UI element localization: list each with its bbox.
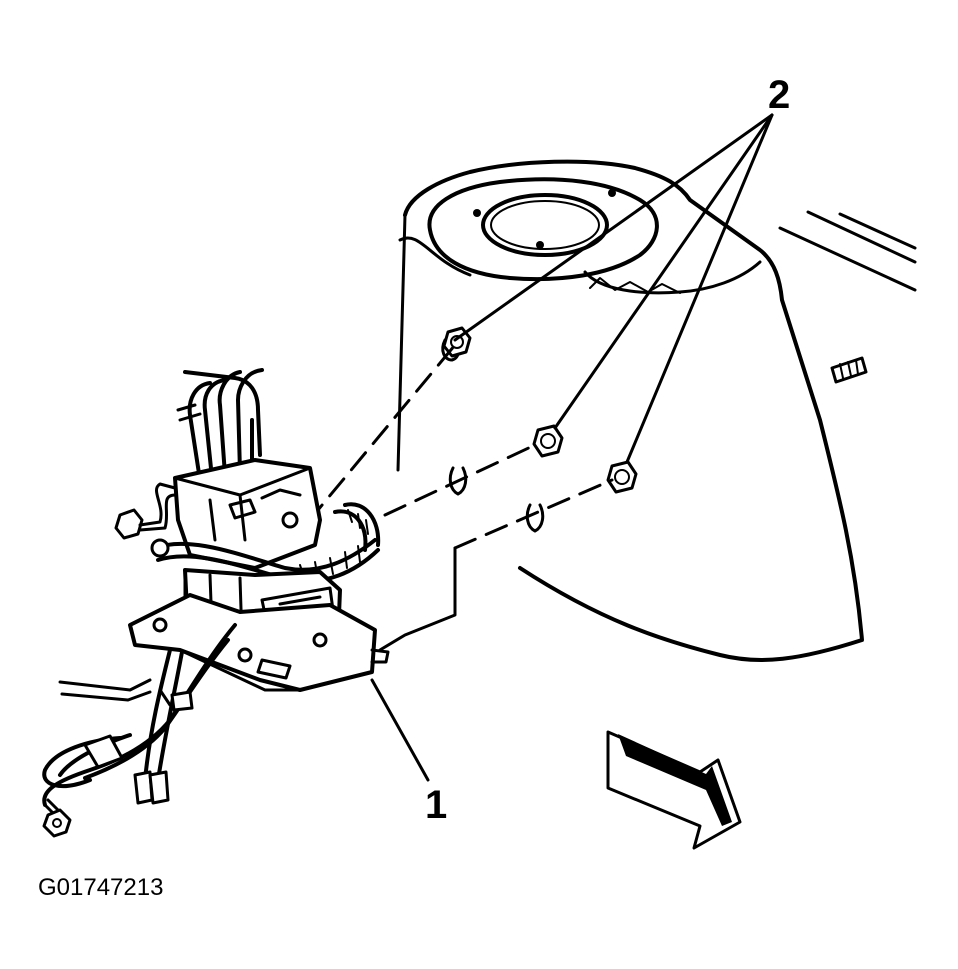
stud-bolt <box>830 356 868 384</box>
mounting-bracket <box>128 593 390 692</box>
callout-2-leaders <box>453 113 774 464</box>
callout-1-leader <box>370 678 430 782</box>
lower-harness <box>42 623 237 838</box>
figure-id: G01747213 <box>38 874 163 901</box>
abs-modulator-assembly <box>42 368 390 838</box>
mounting-holes <box>441 336 545 533</box>
left-brake-fitting <box>114 482 177 540</box>
alignment-lines <box>306 343 614 652</box>
hydraulic-block <box>173 458 322 570</box>
callout-2-label: 2 <box>768 73 790 117</box>
strut-tower-panel <box>396 159 917 662</box>
nut-lower <box>606 460 638 494</box>
callout-1-label: 1 <box>425 783 447 827</box>
front-direction-arrow <box>606 730 742 850</box>
nut-middle <box>532 424 564 458</box>
